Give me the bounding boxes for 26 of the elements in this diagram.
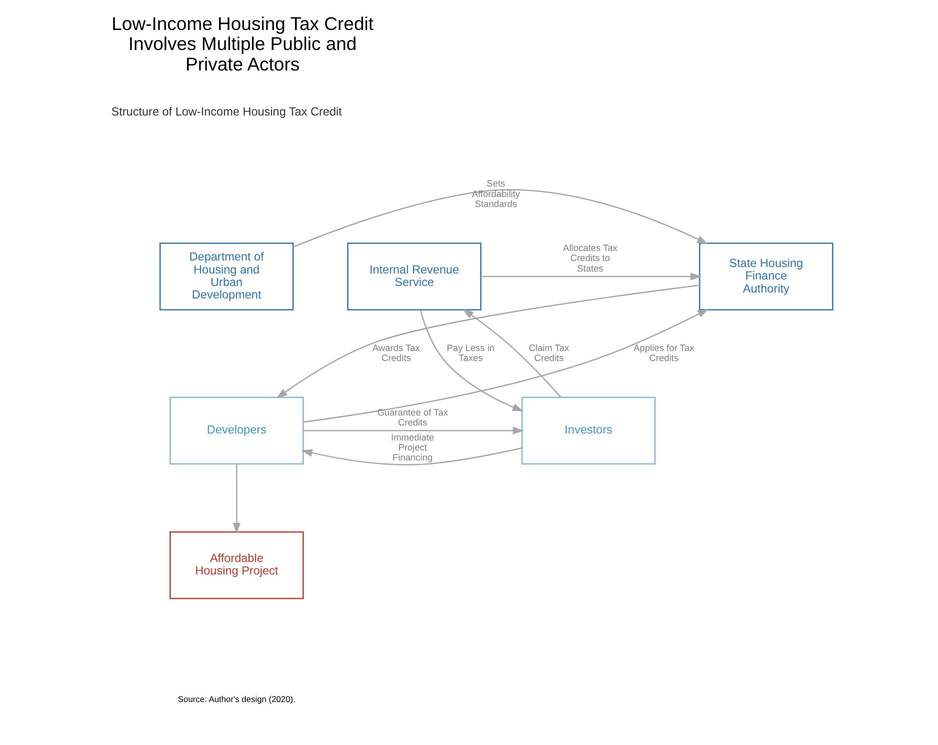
- node-box: Internal Revenue Service: [347, 242, 482, 310]
- node-box: State Housing Finance Authority: [699, 242, 834, 310]
- arrow: [232, 464, 241, 534]
- node-box: Affordable Housing Project: [170, 531, 304, 600]
- arrow: [462, 308, 562, 398]
- arrow: [303, 426, 524, 434]
- edge-label: Immediate Project Financing: [391, 432, 434, 463]
- edge-label: Pay Less in Taxes: [446, 342, 495, 363]
- edge-label: Guarantee of Tax Credits: [377, 407, 448, 428]
- node-box: Department of Housing and Urban Development: [159, 242, 294, 310]
- node-box: Investors: [521, 396, 656, 464]
- arrow: [301, 447, 522, 466]
- label: Source: Author's design (2020).: [178, 694, 296, 704]
- arrow: [303, 309, 709, 423]
- arrow: [292, 189, 708, 248]
- node-box: Developers: [170, 396, 304, 464]
- arrow: [480, 272, 702, 280]
- label: Structure of Low-Income Housing Tax Credit: [111, 106, 342, 119]
- edge-label: Sets Affordability Standards: [472, 178, 520, 209]
- arrow: [420, 310, 524, 412]
- edge-label: Claim Tax Credits: [528, 342, 570, 363]
- arrow: [276, 284, 700, 398]
- edge-label: Allocates Tax Credits to States: [563, 243, 618, 274]
- diagram-title: Low-Income Housing Tax Credit Involves Multiple Public and Private Actors: [112, 12, 374, 74]
- edge-label: Applies for Tax Credits: [634, 342, 694, 363]
- edge-label: Awards Tax Credits: [372, 342, 420, 363]
